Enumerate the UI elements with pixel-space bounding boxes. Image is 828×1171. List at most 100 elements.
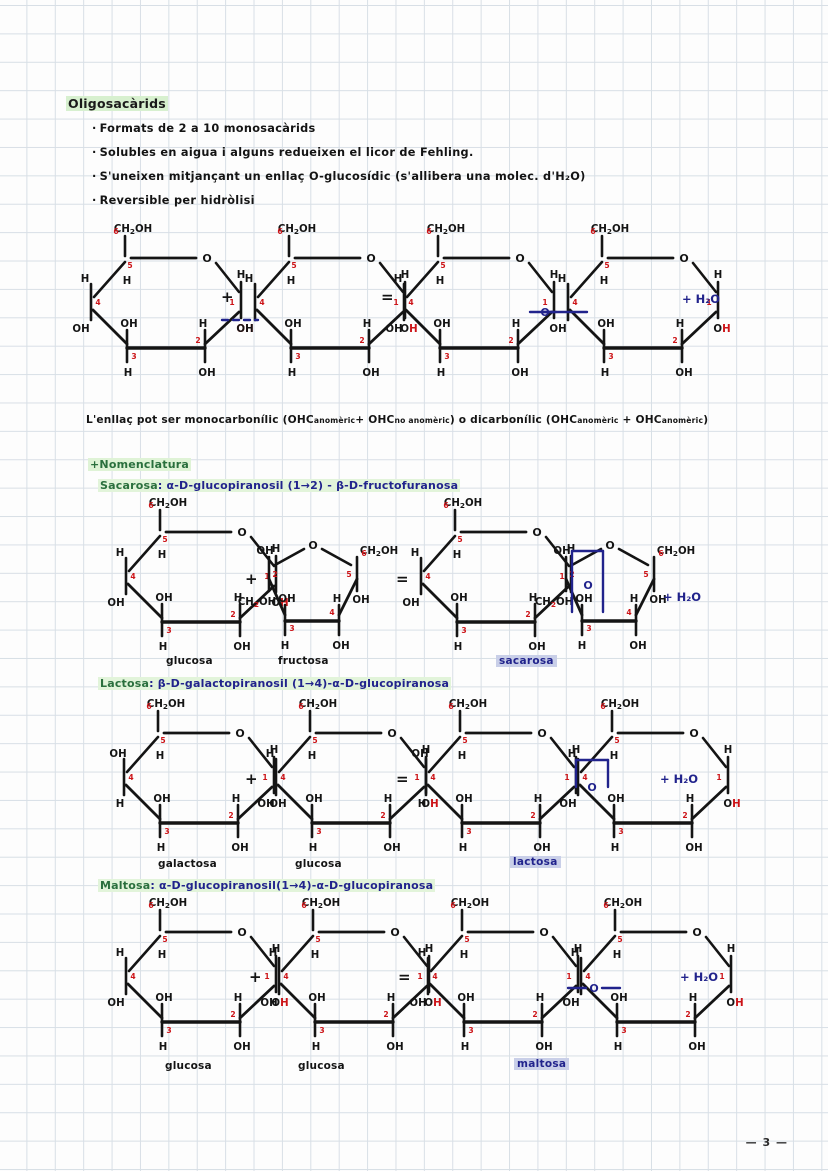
svg-text:4: 4 <box>283 972 288 981</box>
svg-text:OH: OH <box>305 794 322 805</box>
water-label-row2: + H₂O <box>663 590 702 604</box>
svg-text:H: H <box>574 944 583 955</box>
svg-text:6: 6 <box>600 702 605 711</box>
svg-text:4: 4 <box>430 773 435 782</box>
svg-text:4: 4 <box>280 773 285 782</box>
svg-text:H: H <box>453 550 462 561</box>
operator-equals-row4: = <box>398 968 411 986</box>
svg-text:OH: OH <box>535 1042 552 1053</box>
svg-text:3: 3 <box>608 352 613 361</box>
svg-text:1: 1 <box>542 298 547 307</box>
svg-text:5: 5 <box>162 935 167 944</box>
svg-text:OH: OH <box>155 993 172 1004</box>
nomenclature-maltosa: Maltosa: α-D-glucopiranosil(1→4)-α-D-glu… <box>98 879 436 892</box>
svg-text:H: H <box>288 368 297 379</box>
svg-text:6: 6 <box>301 901 306 910</box>
svg-text:CH2OH: CH2OH <box>149 898 187 910</box>
svg-text:OH: OH <box>109 749 126 760</box>
svg-text:5: 5 <box>346 570 351 579</box>
svg-text:2: 2 <box>672 336 677 345</box>
svg-text:OH: OH <box>271 598 288 609</box>
operator-equals-row3: = <box>396 770 409 788</box>
water-label-row1: + H₂O <box>682 292 721 306</box>
svg-text:1: 1 <box>417 972 422 981</box>
water-label-row4: + H₂O <box>680 970 719 984</box>
svg-text:OH: OH <box>386 1042 403 1053</box>
svg-text:H: H <box>534 794 543 805</box>
svg-text:H: H <box>613 950 622 961</box>
svg-text:H: H <box>724 745 733 756</box>
svg-text:H: H <box>116 548 125 559</box>
svg-text:OH: OH <box>723 799 740 810</box>
svg-text:2: 2 <box>508 336 513 345</box>
bullet-item-4: ·Reversible per hidròlisi <box>92 194 255 207</box>
svg-text:6: 6 <box>443 501 448 510</box>
svg-text:O: O <box>583 579 592 592</box>
page-title: Oligosacàrids <box>66 96 168 111</box>
svg-text:1: 1 <box>264 572 269 581</box>
svg-text:1: 1 <box>262 773 267 782</box>
svg-text:4: 4 <box>408 298 413 307</box>
svg-text:OH: OH <box>450 593 467 604</box>
bullet-dot: · <box>92 146 97 159</box>
svg-text:5: 5 <box>617 935 622 944</box>
svg-text:1: 1 <box>559 572 564 581</box>
svg-text:CH2OH: CH2OH <box>604 898 642 910</box>
svg-text:O: O <box>692 926 701 939</box>
svg-text:5: 5 <box>614 736 619 745</box>
svg-text:O: O <box>605 539 614 552</box>
svg-text:6: 6 <box>448 702 453 711</box>
svg-text:OH: OH <box>726 998 743 1009</box>
svg-text:5: 5 <box>643 570 648 579</box>
svg-text:OH: OH <box>278 594 295 605</box>
svg-text:3: 3 <box>468 1026 473 1035</box>
svg-text:O: O <box>237 526 246 539</box>
label-glucosa2-row4: glucosa <box>298 1060 345 1072</box>
bullet-item-3: ·S'uneixen mitjançant un enllaç O-glucos… <box>92 170 586 183</box>
svg-text:H: H <box>81 274 90 285</box>
operator-plus-row2: + <box>245 570 258 588</box>
svg-text:OH: OH <box>107 998 124 1009</box>
svg-text:4: 4 <box>130 572 135 581</box>
svg-text:4: 4 <box>582 773 587 782</box>
svg-text:OH: OH <box>236 324 253 335</box>
svg-text:H: H <box>363 319 372 330</box>
svg-text:2: 2 <box>380 811 385 820</box>
svg-text:CH2OH: CH2OH <box>449 699 487 711</box>
bullet-dot: · <box>92 122 97 135</box>
svg-text:O: O <box>679 252 688 265</box>
svg-text:OH: OH <box>409 998 426 1009</box>
svg-text:5: 5 <box>440 261 445 270</box>
svg-text:H: H <box>387 993 396 1004</box>
svg-text:CH2OH: CH2OH <box>238 597 276 609</box>
svg-text:H: H <box>611 843 620 854</box>
svg-text:CH2OH: CH2OH <box>427 224 465 236</box>
svg-text:H: H <box>234 593 243 604</box>
svg-text:H: H <box>124 368 133 379</box>
svg-text:OH: OH <box>533 843 550 854</box>
operator-equals-row1: = <box>381 288 394 306</box>
svg-text:OH: OH <box>511 368 528 379</box>
svg-text:3: 3 <box>295 352 300 361</box>
svg-text:1: 1 <box>706 298 711 307</box>
svg-text:3: 3 <box>466 827 471 836</box>
svg-text:H: H <box>411 548 420 559</box>
svg-text:OH: OH <box>308 993 325 1004</box>
svg-text:O: O <box>308 539 317 552</box>
svg-text:H: H <box>266 749 275 760</box>
svg-text:OH: OH <box>153 794 170 805</box>
svg-text:H: H <box>714 270 723 281</box>
svg-text:OH: OH <box>528 642 545 653</box>
svg-text:2: 2 <box>272 570 277 579</box>
svg-text:OH: OH <box>385 324 402 335</box>
svg-text:1: 1 <box>414 773 419 782</box>
svg-text:OH: OH <box>332 641 349 652</box>
svg-text:O: O <box>589 982 598 995</box>
svg-text:OH: OH <box>675 368 692 379</box>
svg-text:O: O <box>366 252 375 265</box>
svg-text:6: 6 <box>113 227 118 236</box>
svg-text:OH: OH <box>271 998 288 1009</box>
svg-text:H: H <box>425 944 434 955</box>
svg-text:OH: OH <box>549 324 566 335</box>
